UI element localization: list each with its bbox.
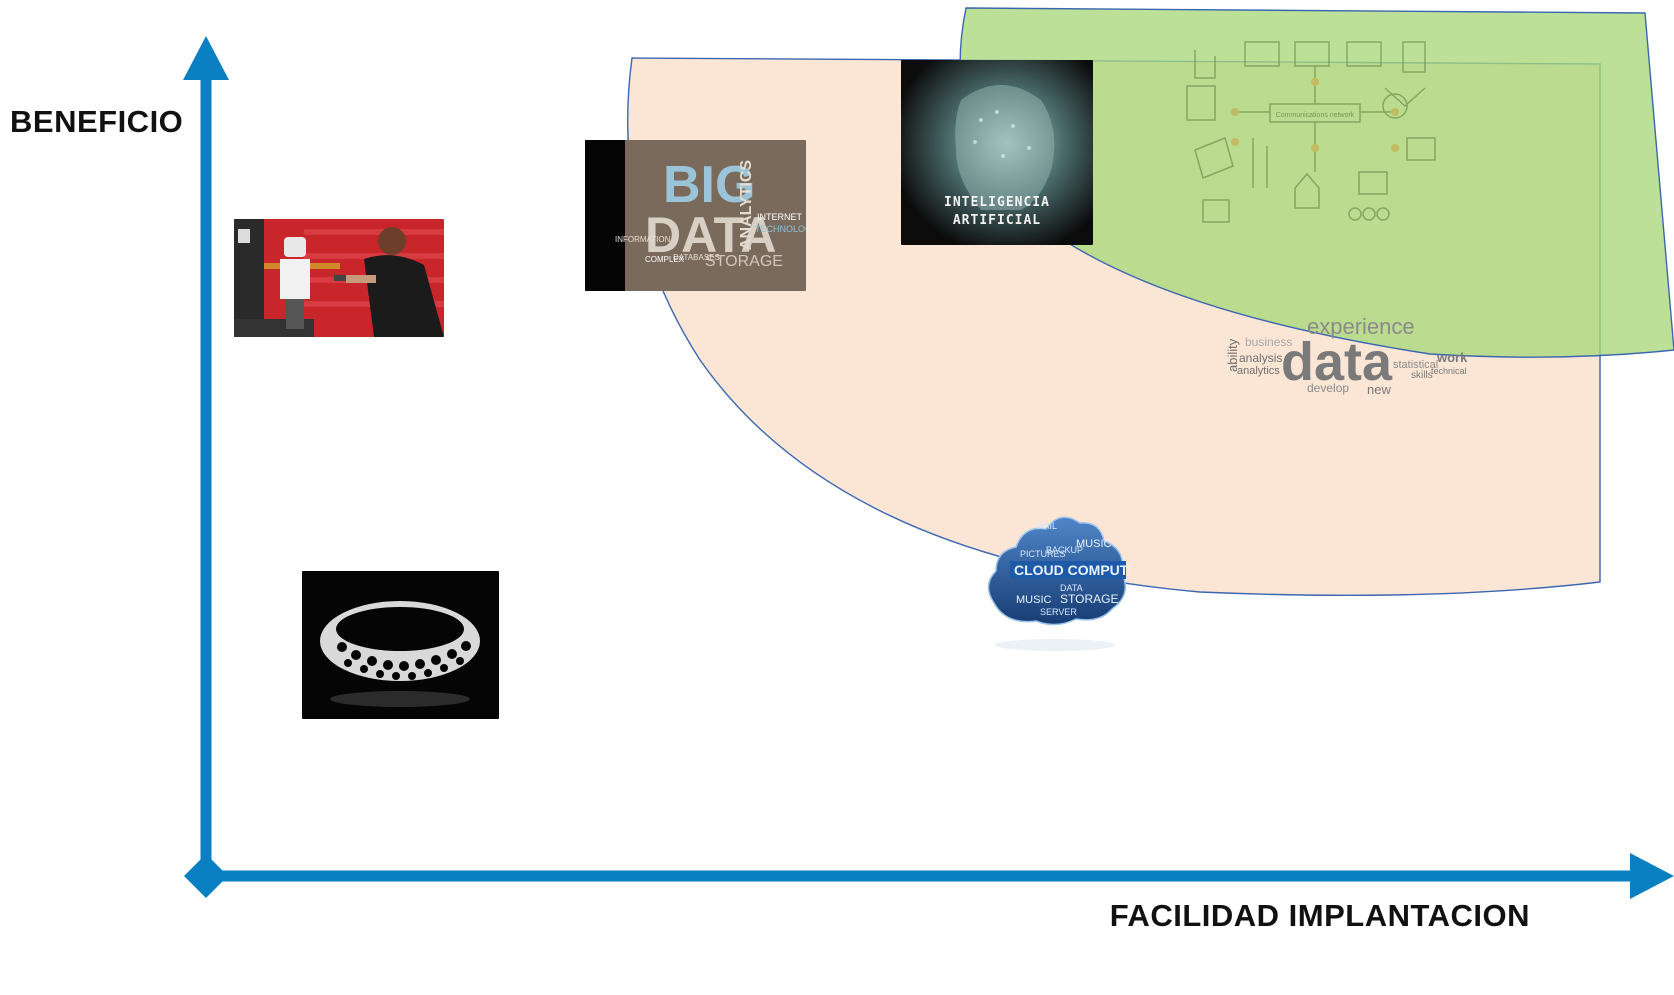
big-data-word-cloud-icon: BIG DATA ANALYTICS STORAGE TECHNOLOGIES … (585, 140, 806, 291)
data-cloud-word-skills: skills (1411, 370, 1433, 381)
cloud-word-mail: MAIL (1036, 521, 1057, 531)
data-cloud-word-new: new (1367, 382, 1391, 397)
data-cloud-word-analysis: analysis (1239, 351, 1282, 365)
y-axis (183, 36, 229, 878)
big-data-word-complex: COMPLEX (645, 255, 685, 264)
big-data-word-information: INFORMATION (615, 235, 671, 244)
data-cloud-word-statistical: statistical (1393, 359, 1438, 371)
data-cloud-word-develop: develop (1307, 381, 1349, 395)
big-data-word-internet: INTERNET (757, 212, 803, 222)
x-axis (184, 853, 1674, 899)
cloud-word-server: SERVER (1040, 607, 1077, 617)
robot-photo-icon (234, 219, 444, 337)
data-cloud-word-business: business (1245, 335, 1292, 349)
big-data-word-databases: DATABASES (673, 253, 720, 262)
ai-label-line1: INTELIGENCIA (944, 195, 1050, 210)
data-cloud-word-work: work (1436, 350, 1468, 365)
big-data-word-big: BIG (663, 156, 755, 214)
cloud-computing-headline: CLOUD COMPUTING (1014, 562, 1130, 578)
big-data-word-storage: STORAGE (705, 253, 783, 270)
data-cloud-word-main: data (1281, 332, 1393, 392)
data-cloud-word-experience: experience (1307, 314, 1415, 339)
y-axis-label: BENEFICIO (10, 104, 184, 139)
data-cloud-word-analytics: analytics (1237, 365, 1280, 377)
cloud-word-music-2: MUSIC (1016, 594, 1052, 606)
smart-grid-diagram-icon: Communications network (1175, 38, 1455, 246)
data-word-cloud-icon: data experience business analysis analyt… (1215, 300, 1475, 415)
big-data-word-analytics: ANALYTICS (738, 160, 755, 250)
data-cloud-word-ability: ability (1225, 338, 1240, 372)
3d-printed-bracelet-icon (302, 571, 499, 719)
cloud-word-backup: BACKUP (1046, 545, 1083, 555)
ai-label-line2: ARTIFICIAL (953, 213, 1041, 228)
smart-grid-hub-label: Communications network (1276, 112, 1355, 119)
big-data-word-technologies: TECHNOLOGIES (755, 224, 806, 234)
cloud-word-music: MUSIC (1076, 538, 1112, 550)
big-data-word-data: DATA (645, 207, 776, 263)
cloud-word-data: DATA (1060, 583, 1083, 593)
data-cloud-word-technical: technical (1431, 366, 1467, 376)
ai-head-icon: INTELIGENCIA ARTIFICIAL (901, 60, 1093, 245)
cloud-computing-icon: CLOUD COMPUTING MAIL BACKUP MUSIC PICTUR… (980, 505, 1130, 655)
cloud-word-storage: STORAGE (1060, 592, 1118, 606)
x-axis-label: FACILIDAD IMPLANTACION (1109, 898, 1530, 933)
cloud-word-pictures: PICTURES (1020, 549, 1066, 559)
